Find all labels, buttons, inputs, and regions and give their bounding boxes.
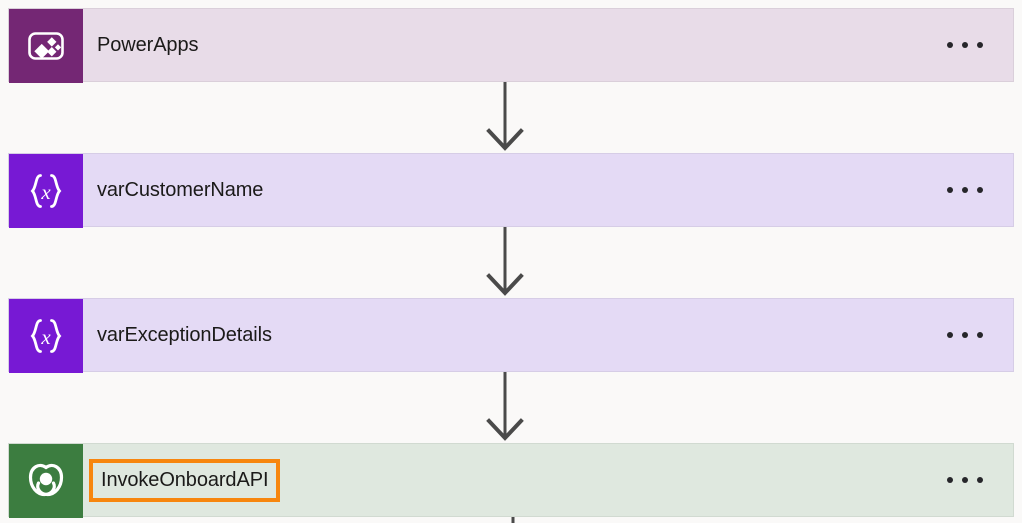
flow-step-title: varCustomerName [97, 179, 264, 201]
flow-step-varcustomername[interactable]: x varCustomerName [8, 153, 1014, 228]
flow-step-menu-button[interactable] [917, 444, 1013, 516]
ellipsis-dot-icon [962, 42, 968, 48]
flow-connector-1 [475, 82, 535, 153]
svg-text:x: x [40, 325, 51, 349]
ellipsis-dot-icon [947, 187, 953, 193]
ellipsis-dot-icon [962, 477, 968, 483]
flow-step-body: varCustomerName [83, 154, 917, 226]
flow-step-body: InvokeOnboardAPI [83, 444, 917, 516]
ellipsis-dot-icon [947, 332, 953, 338]
flow-step-menu-button[interactable] [917, 299, 1013, 371]
ellipsis-dot-icon [977, 42, 983, 48]
variable-icon: x [9, 299, 83, 373]
flow-step-menu-button[interactable] [917, 154, 1013, 226]
ellipsis-dot-icon [977, 477, 983, 483]
flow-step-body: PowerApps [83, 9, 917, 81]
variable-icon: x [9, 154, 83, 228]
flow-step-powerapps-trigger[interactable]: PowerApps [8, 8, 1014, 83]
flow-step-title: varExceptionDetails [97, 324, 272, 346]
flow-step-invokeonboardapi[interactable]: InvokeOnboardAPI [8, 443, 1014, 518]
flow-step-title: PowerApps [97, 34, 199, 56]
flow-step-title: InvokeOnboardAPI [89, 458, 281, 502]
ellipsis-dot-icon [977, 332, 983, 338]
ellipsis-dot-icon [962, 187, 968, 193]
powerapps-icon [9, 9, 83, 83]
scope-loop-icon [9, 444, 83, 518]
flow-step-body: varExceptionDetails [83, 299, 917, 371]
flow-step-varexceptiondetails[interactable]: x varExceptionDetails [8, 298, 1014, 373]
svg-text:x: x [40, 180, 51, 204]
flow-connector-2 [475, 227, 535, 298]
ellipsis-dot-icon [977, 187, 983, 193]
ellipsis-dot-icon [962, 332, 968, 338]
ellipsis-dot-icon [947, 477, 953, 483]
flow-connector-3 [475, 372, 535, 443]
flow-step-menu-button[interactable] [917, 9, 1013, 81]
ellipsis-dot-icon [947, 42, 953, 48]
flow-connector-4-partial [511, 517, 515, 523]
